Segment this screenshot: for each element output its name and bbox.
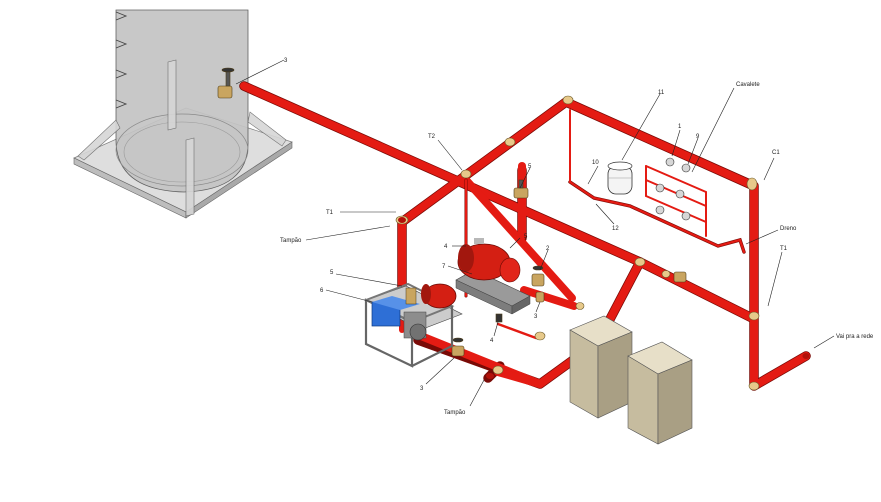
label-10: 10 [592, 160, 599, 166]
pressure-accumulator [607, 161, 633, 195]
lower-pump-engine [363, 282, 463, 368]
label-valve-3-right: 3 [534, 314, 538, 320]
label-top-valve: 5 [528, 164, 532, 170]
pressure-switch-manifold [568, 109, 746, 254]
line-valve-right [673, 271, 687, 283]
pressure-switches [655, 157, 691, 221]
label-12: 12 [612, 226, 619, 232]
label-tampao-bottom: Tampão [444, 410, 466, 416]
pipe-caps [398, 217, 810, 379]
label-pump-upper-7: 7 [442, 264, 446, 270]
label-9: 9 [696, 134, 700, 140]
label-pump-upper-5: 5 [524, 234, 528, 240]
leader-lines [235, 59, 835, 407]
label-tank-valve: 3 [284, 58, 288, 64]
label-pump-upper-2: 2 [546, 246, 550, 252]
pump-outlet-pipe [520, 286, 578, 310]
callout-labels: 3 T2 T1 Tampão 5 4 5 7 2 5 6 4 3 3 Tampã… [280, 58, 874, 416]
label-t1-right: T1 [780, 246, 788, 252]
label-pump-lower-4: 4 [490, 338, 494, 344]
top-check-valve [513, 179, 529, 199]
label-c1: C1 [772, 150, 780, 156]
small-valve-4 [495, 313, 503, 323]
pump-valve-3-right [535, 291, 545, 303]
label-t2: T2 [428, 134, 436, 140]
label-cavalete: Cavalete [736, 82, 760, 88]
electrical-panels [569, 315, 693, 445]
label-pump-lower-5: 5 [330, 270, 334, 276]
label-dreno: Dreno [780, 226, 797, 232]
label-vai-pra-rede: Vai pra a rede [836, 334, 874, 340]
upper-pump-motor [455, 238, 531, 315]
label-accumulator-11: 11 [658, 90, 665, 96]
label-pump-lower-6: 6 [320, 288, 324, 294]
tank-gate-valve [217, 67, 235, 99]
label-pump-upper-4: 4 [444, 244, 448, 250]
label-1: 1 [678, 124, 682, 130]
lower-manifold-pipe [412, 258, 644, 388]
gate-valves [217, 67, 687, 357]
lower-valve-3 [451, 337, 465, 357]
label-tampao-left: Tampão [280, 238, 302, 244]
label-valve-3-lower: 3 [420, 386, 424, 392]
label-t1-left: T1 [326, 210, 334, 216]
lower-branch-pipe [494, 368, 544, 388]
pump-valve-2 [531, 265, 545, 287]
water-tank [73, 9, 293, 219]
